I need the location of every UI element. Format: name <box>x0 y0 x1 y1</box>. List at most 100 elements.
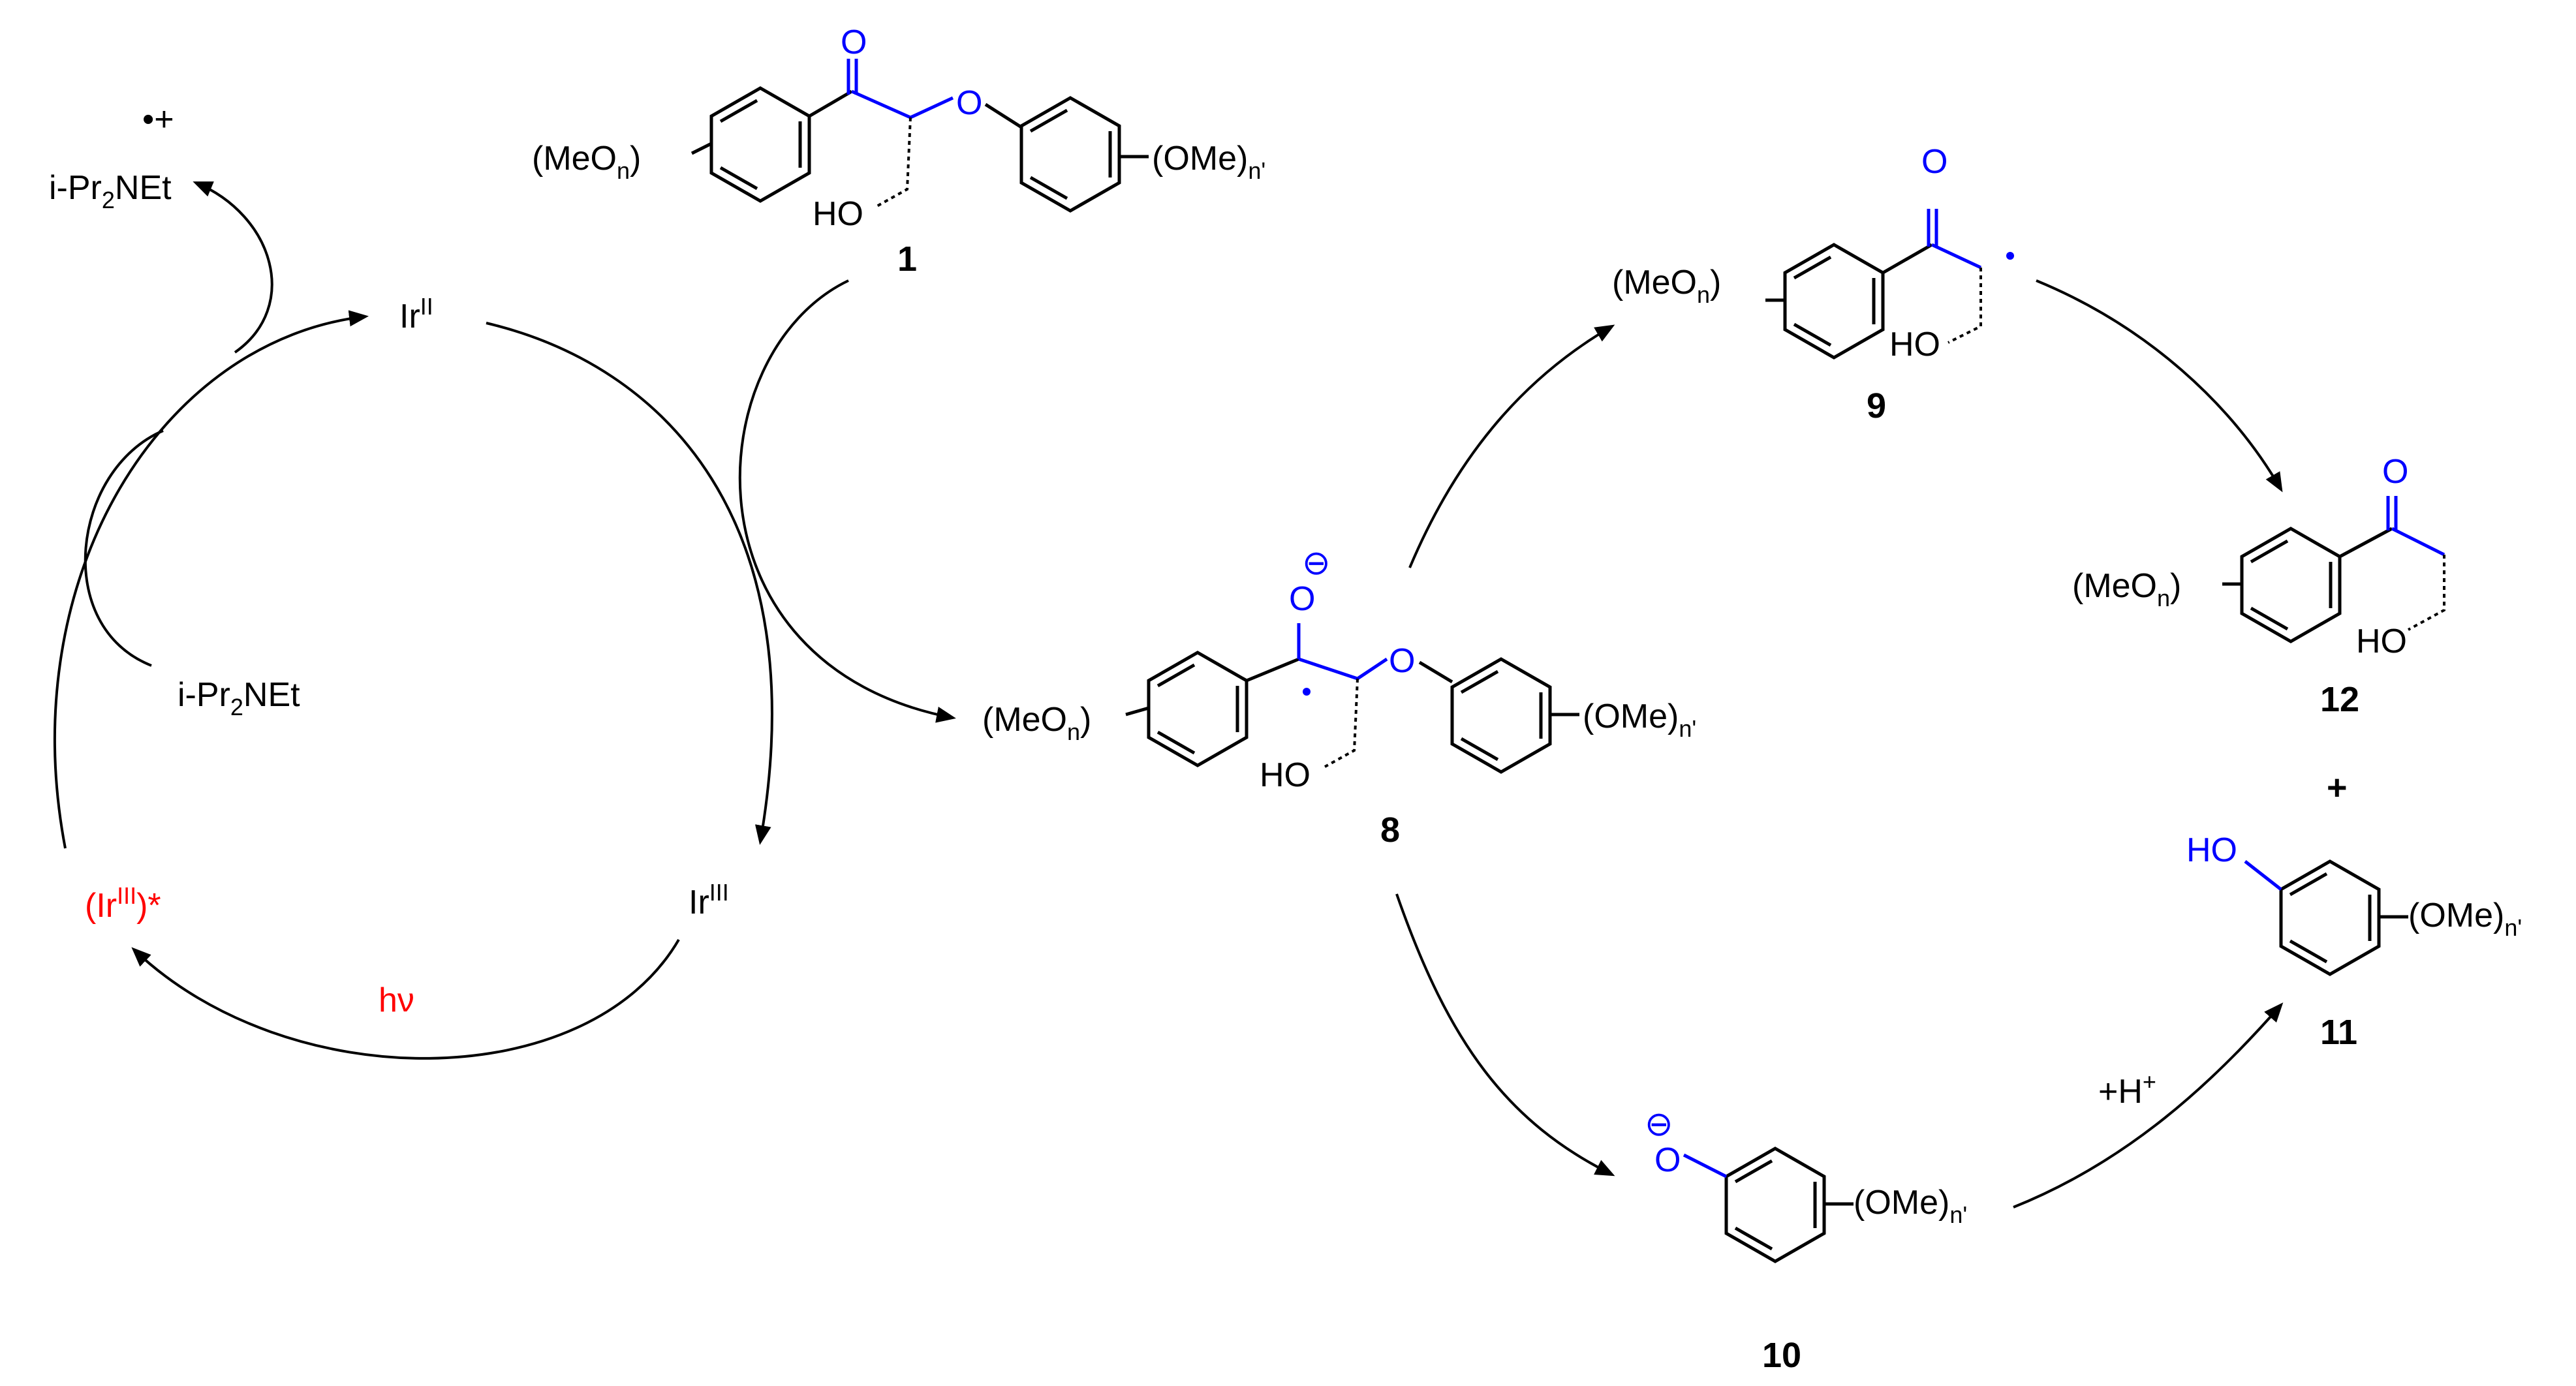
hydroxyl-label: HO <box>2356 623 2407 660</box>
substituent-bond <box>1125 706 1149 716</box>
phenoxide-oxygen: O <box>1654 1141 1681 1179</box>
methoxy-left: (MeOn) <box>1612 264 1721 308</box>
amine-label: i-Pr2NEt <box>178 676 300 720</box>
hydroxyl-label: HO <box>2186 831 2237 869</box>
ether-oxygen: O <box>956 84 982 122</box>
ether-bond <box>909 96 954 119</box>
alkoxide-charge: ⊖ <box>1302 544 1331 582</box>
ring-double-bond <box>1793 255 1832 280</box>
ring-double-bond <box>1460 670 1499 694</box>
compound-12: O HO (MeOn) 12 <box>2072 453 2445 719</box>
hydroxyl-bond <box>2244 860 2282 891</box>
aryl-ring <box>2240 527 2342 643</box>
ring-double-bond <box>719 99 758 123</box>
hydroxyl-label: HO <box>813 195 863 233</box>
compound-11: HO (OMe)n' 11 <box>2186 831 2522 1052</box>
alkoxide-oxygen: O <box>1289 580 1315 618</box>
ring-double-bond <box>1734 1226 1773 1251</box>
plus-sign: + <box>2327 768 2348 807</box>
ring-double-bond <box>1029 108 1068 133</box>
ring-double-bond <box>1029 176 1068 200</box>
hydroxymethyl-dashed <box>1324 678 1359 768</box>
radical-cation-charge: •+ <box>142 100 174 138</box>
ring-double-bond <box>2250 606 2289 631</box>
arrow-amine-in <box>84 429 164 667</box>
arrow-amine-radical-out <box>193 181 273 354</box>
iridium-iii-label: IrIII <box>689 879 729 921</box>
methoxy-right: (OMe)n' <box>1854 1184 1967 1228</box>
ring-double-bond <box>1156 730 1196 755</box>
alpha-bond <box>1931 243 1982 270</box>
compound-8: O ⊖ O HO (MeOn) (OMe)n' 8 <box>982 544 1696 850</box>
compound-number-11: 11 <box>2320 1013 2357 1052</box>
ring-double-bond <box>2289 939 2328 964</box>
aryl-carbonyl-bond <box>808 89 853 118</box>
compound-1: O O HO (MeOn) (OMe)n' 1 <box>532 23 1265 279</box>
ketyl-bond <box>1246 657 1299 683</box>
aryl-ring <box>2279 859 2381 976</box>
compound-number-9: 9 <box>1867 386 1886 425</box>
light-label: hν <box>379 981 414 1019</box>
amine-radical-cation-label: i-Pr2NEt <box>49 169 172 213</box>
compound-number-12: 12 <box>2320 680 2359 719</box>
ring-double-bond <box>1156 663 1196 688</box>
aryl-ring <box>1724 1147 1826 1263</box>
compound-10: O ⊖ (OMe)n' 10 <box>1645 1105 1967 1375</box>
arrow-8-to-10 <box>1395 893 1615 1177</box>
phenoxide-charge: ⊖ <box>1645 1105 1673 1143</box>
ether-bond <box>1356 657 1388 681</box>
ring-double-bond <box>1460 737 1499 762</box>
compound-9: O HO (MeOn) 9 <box>1612 143 2014 425</box>
hydroxymethyl-dashed <box>874 117 912 209</box>
compound-number-10: 10 <box>1762 1336 1801 1375</box>
carbonyl-oxygen: O <box>1921 143 1948 181</box>
methoxy-left: (MeOn) <box>532 140 641 184</box>
hydroxymethyl-dashed <box>2408 555 2445 631</box>
ring-double-bond <box>2289 872 2328 897</box>
arrow-excited-to-irii <box>54 310 369 849</box>
compound-number-8: 8 <box>1380 810 1400 850</box>
aryl-ring-right <box>1019 96 1121 213</box>
methoxy-left: (MeOn) <box>2072 567 2181 611</box>
catalytic-cycle: IrII IrIII (IrIII)* hν i-Pr2NEt i-Pr2NEt… <box>49 100 773 1060</box>
radical-dot <box>2006 252 2014 260</box>
hydroxymethyl-dashed <box>1948 268 1982 344</box>
hydroxyl-label: HO <box>1260 756 1311 794</box>
ether-oxygen: O <box>1389 642 1415 680</box>
alpha-bond <box>1298 657 1358 681</box>
iridium-ii-label: IrII <box>399 293 433 335</box>
alpha-bond <box>2391 527 2445 557</box>
ether-aryl-bond <box>984 102 1023 129</box>
aryl-ring-left <box>709 86 811 203</box>
arrow-9-to-12 <box>2036 279 2283 493</box>
carbonyl-oxygen: O <box>2382 453 2408 491</box>
substituent-bond <box>691 142 713 155</box>
ring-double-bond <box>1793 322 1832 347</box>
alpha-bond <box>850 89 912 119</box>
radical-dot <box>1303 688 1311 696</box>
compound-number-1: 1 <box>897 239 917 279</box>
ring-double-bond <box>2250 539 2289 564</box>
ether-aryl-bond <box>1418 660 1453 684</box>
methoxy-left: (MeOn) <box>982 701 1091 745</box>
iridium-iii-excited-label: (IrIII)* <box>85 882 161 925</box>
ring-double-bond <box>719 166 758 191</box>
aryl-carbonyl-bond <box>1882 243 1933 275</box>
arrow-8-to-9 <box>1408 324 1615 568</box>
aryl-ring-left <box>1147 651 1249 767</box>
hydroxyl-label: HO <box>1889 326 1940 363</box>
aryl-carbonyl-bond <box>2338 527 2393 559</box>
methoxy-right: (OMe)n' <box>2408 897 2522 941</box>
phenoxide-bond <box>1683 1153 1728 1178</box>
arrow-irii-to-iriii <box>486 322 773 845</box>
protonation-label: +H+ <box>2098 1068 2156 1111</box>
carbonyl-oxygen: O <box>841 23 867 61</box>
arrow-10-to-11 <box>2013 1002 2284 1209</box>
ring-double-bond <box>1734 1159 1773 1184</box>
methoxy-right: (OMe)n' <box>1152 140 1265 184</box>
methoxy-right: (OMe)n' <box>1583 698 1696 742</box>
arrow-iriii-to-excited <box>131 938 680 1060</box>
aryl-ring-right <box>1450 657 1552 774</box>
arrow-1-to-8 <box>738 279 956 723</box>
